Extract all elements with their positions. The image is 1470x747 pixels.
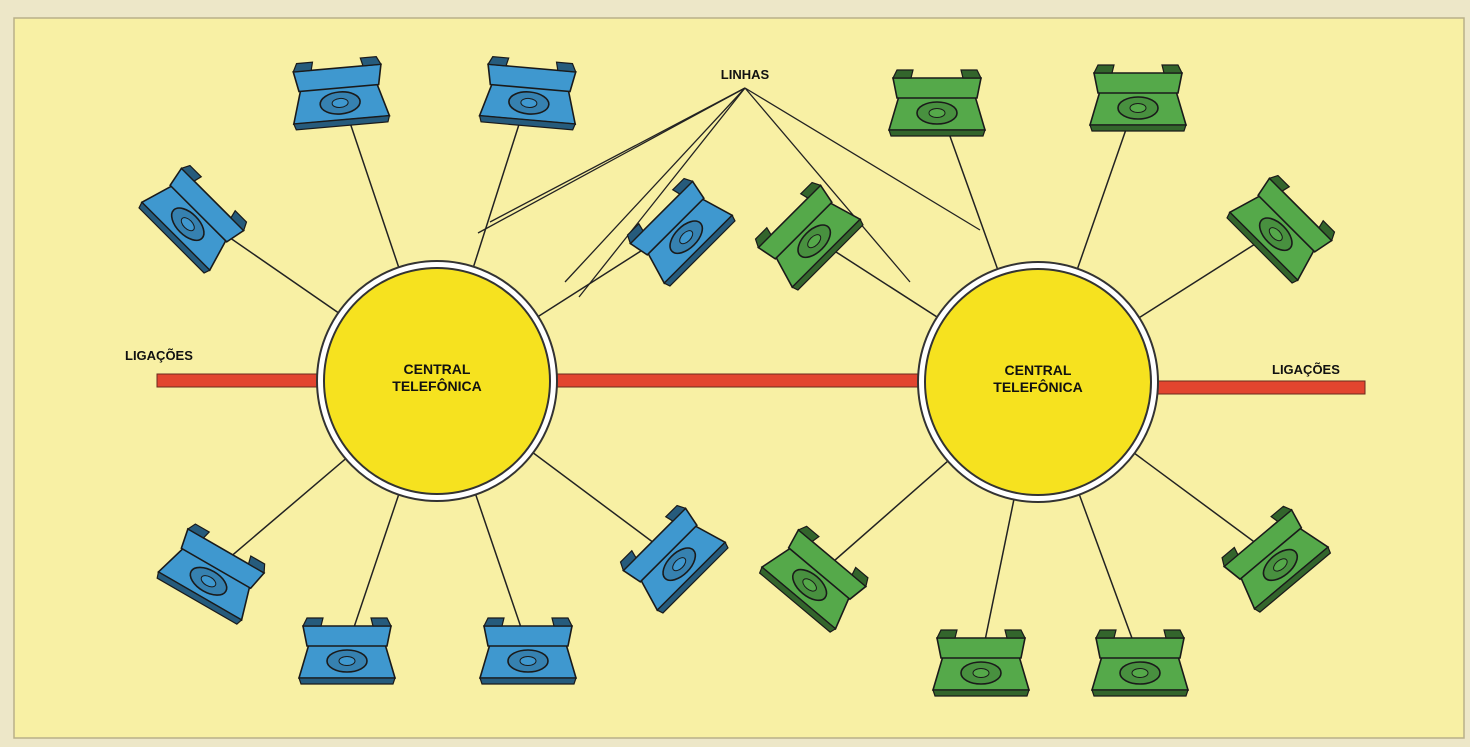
- trunk-between-exchanges: [549, 373, 927, 388]
- connections-label-left: LIGAÇÕES: [125, 348, 193, 363]
- telephones: [138, 55, 1336, 697]
- telephone-icon: [138, 164, 248, 274]
- exchange-right-label-line1: CENTRAL: [1005, 362, 1072, 378]
- linhas-pointer-2: [489, 87, 746, 223]
- exchange-left-circle: [323, 267, 551, 495]
- telephone-icon: [292, 55, 391, 131]
- trunk-lines: [156, 373, 1366, 395]
- linhas-pointer-3: [564, 87, 746, 283]
- exchange-left-label-line2: TELEFÔNICA: [392, 377, 481, 394]
- exchange-right-label-line2: TELEFÔNICA: [993, 378, 1082, 395]
- linhas-pointer-6: [744, 87, 981, 231]
- telephone-icon: [478, 55, 577, 131]
- telephone-icon: [1090, 629, 1190, 697]
- telephone-icon: [887, 69, 987, 137]
- telephone-icon: [931, 629, 1031, 697]
- telephone-icon: [1221, 505, 1332, 613]
- trunk-right-outgoing: [1149, 380, 1366, 395]
- telephone-icon: [156, 523, 266, 625]
- connections-label-right: LIGAÇÕES: [1272, 362, 1340, 377]
- telephone-icon: [754, 181, 864, 291]
- telephone-icon: [1088, 64, 1188, 132]
- telephone-icon: [297, 617, 397, 685]
- lines-label: LINHAS: [721, 67, 770, 82]
- linhas-pointer-lines: [477, 87, 981, 298]
- telephone-icon: [478, 617, 578, 685]
- telephone-icon: [619, 504, 729, 614]
- exchange-left-label-line1: CENTRAL: [404, 361, 471, 377]
- telephone-icon: [1226, 174, 1336, 284]
- exchange-right-circle: [924, 268, 1152, 496]
- telephone-icon: [626, 177, 736, 287]
- trunk-left-outgoing: [156, 373, 333, 388]
- linhas-pointer-1: [477, 87, 746, 234]
- linhas-pointer-4: [578, 87, 746, 298]
- linhas-pointer-5: [744, 87, 911, 283]
- telephone-icon: [758, 525, 869, 633]
